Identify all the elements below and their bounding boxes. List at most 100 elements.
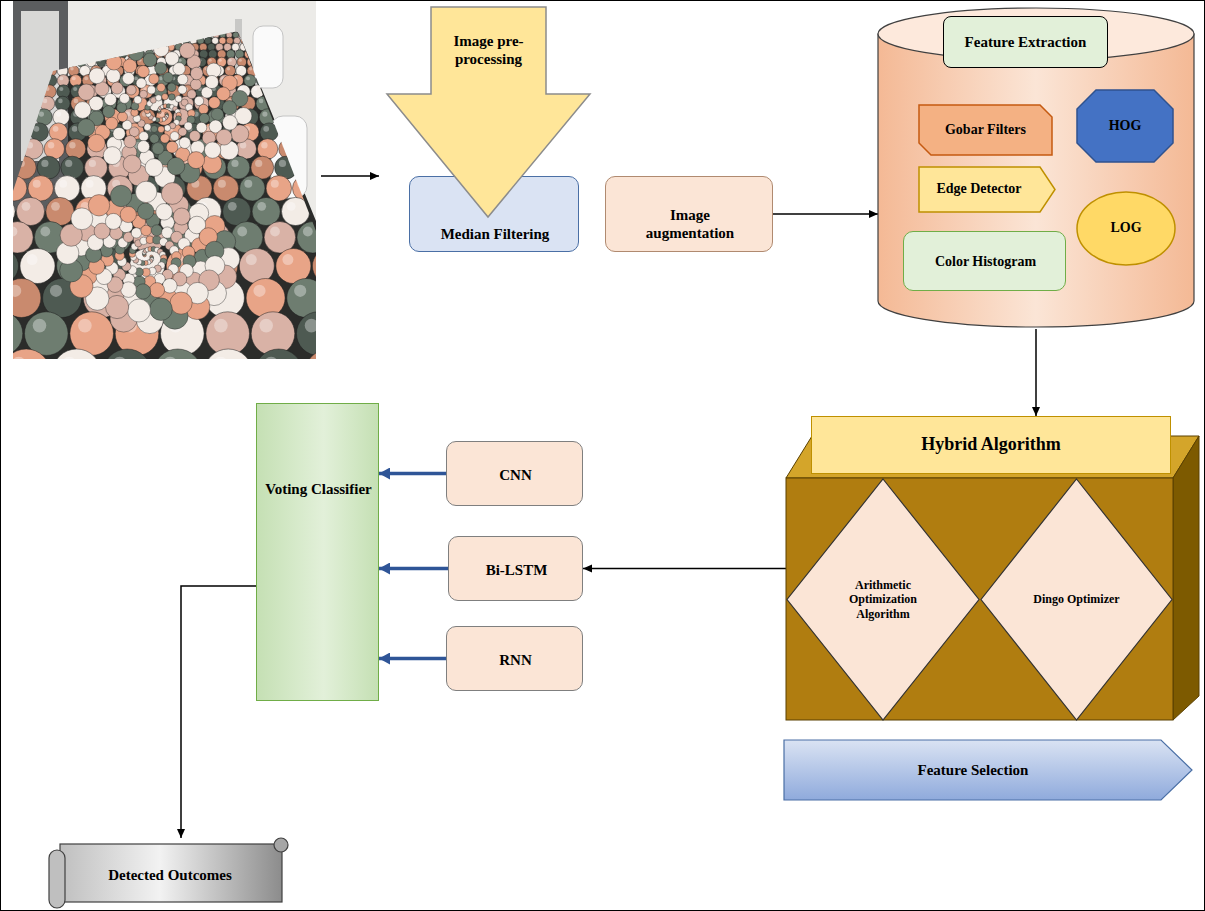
pebble-shine [253,285,265,297]
pebble [304,32,310,38]
spiral-pebble [136,78,146,88]
text-area: HOG [1076,89,1174,163]
pebble [15,85,28,98]
pebble [24,32,30,38]
pebble [54,43,62,51]
pebble-shine [219,59,222,62]
pebble-shine [73,87,77,91]
pebble [292,37,299,44]
pebble [161,32,167,38]
pebble [141,32,147,38]
pebble-shine [34,126,40,132]
pebble [135,43,143,51]
pebble [265,85,278,98]
pebble-shine [287,202,296,211]
spiral-pebble [156,95,162,101]
pebble-shine [112,357,127,359]
pebble-shine [309,59,312,62]
pebble [303,65,314,76]
pebble-shine [261,142,267,148]
flow-arrow [321,175,379,177]
pebble-shine [58,99,63,104]
pebble-shine [27,142,33,148]
pebble [297,312,317,356]
pebble-shine [308,77,312,81]
pebble [239,249,274,284]
pebble [13,197,15,225]
node-label: Gobar Filters [945,122,1026,139]
spiral-pebble [74,102,91,119]
pebble [287,96,302,111]
spiral-pebble [151,225,162,236]
pebble-shine [43,99,48,104]
pebble [148,32,154,38]
pebble [248,37,255,44]
pebble [280,50,289,59]
pebble-shine [13,99,16,104]
pebble [270,37,277,44]
pebble [88,37,95,44]
pebble [13,57,16,67]
pebble [276,249,311,284]
pebble-shine [290,99,295,104]
spiral-pebble [124,135,136,147]
pebble-shine [255,160,262,167]
pebble-shine [270,227,280,237]
spiral-pebble [78,119,95,136]
pebble-shine [59,180,67,188]
pebble [154,349,202,359]
spiral-pebble [157,83,165,91]
pebble-shine [229,59,232,62]
pebble [135,32,141,38]
method-octagon: HOG [1076,89,1174,163]
pebble [82,50,91,59]
pebble-shine [213,357,228,359]
pebble [265,32,271,38]
pebble-shine [305,319,316,333]
pebble [244,75,256,87]
outcome-scroll: Detected Outcomes [46,836,291,910]
pebble [154,32,160,38]
pebble [97,57,107,67]
pebble [313,43,317,51]
spiral-pebble [187,90,196,99]
spiral-pebble [78,84,94,100]
voting-box: Voting Classifier [256,403,379,701]
node-label: Detected Outcomes [108,866,232,884]
text-area: RNN [447,627,584,692]
spiral-pebble [135,284,150,299]
pebble-shine [218,180,226,188]
text-area: Gobar Filters [918,104,1053,156]
diamond-shape [787,479,979,720]
pebble-shine [228,202,237,211]
spiral-pebble [103,147,121,165]
pebble [13,50,19,59]
pebble [154,37,161,44]
pebble [128,32,134,38]
pebble-shine [13,285,21,297]
spiral-pebble [105,213,121,229]
pebble [239,32,245,38]
pebble [16,57,26,67]
pebble [100,50,109,59]
pebble [314,65,316,76]
spiral-pebble [167,157,185,175]
pebble [118,43,126,51]
pebble [61,156,84,179]
pebble [244,50,253,59]
spiral-pebble [179,137,190,148]
pebble [253,50,262,59]
pebble-shine [56,112,61,117]
pebble [174,32,180,38]
model-box: RNN [446,626,583,691]
pebble [30,43,38,51]
spiral-pebble [122,72,134,84]
pebble [298,156,316,179]
pebble-shine [240,142,246,148]
pebble-shine [314,357,316,359]
pebble [240,176,265,201]
pebble-shine [305,67,308,70]
pebble [55,50,64,59]
pebble-shine [59,87,63,91]
